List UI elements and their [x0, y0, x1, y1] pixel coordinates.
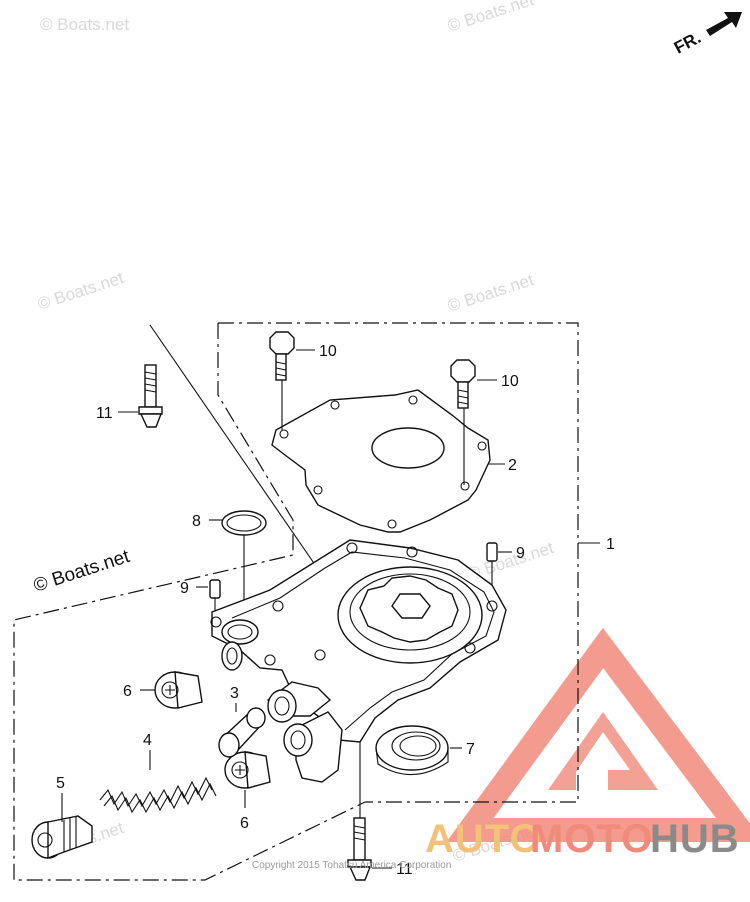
- bolt: [450, 359, 476, 485]
- copyright-notice: Copyright 2015 Tohatsu America Corporati…: [252, 860, 451, 871]
- callout-label-5: 5: [56, 775, 65, 792]
- brand-logo: AUTO MOTO HUB: [425, 627, 750, 861]
- callout-label-6: 6: [240, 815, 249, 832]
- callout-label-4: 4: [143, 732, 152, 749]
- gasket: [271, 389, 491, 533]
- plug: [224, 751, 271, 789]
- dowel-pin: [209, 579, 221, 620]
- callout-label-8: 8: [192, 513, 201, 530]
- logo-inner-shape: [548, 712, 658, 790]
- bolt: [269, 331, 295, 430]
- inner-rotor: [391, 593, 431, 619]
- oil-pump-body: [210, 539, 507, 783]
- assembly-boundary: [13, 322, 579, 881]
- watermark: © Boats.net: [445, 0, 536, 36]
- callout-label-3: 3: [230, 685, 239, 702]
- callout-label-10: 10: [501, 373, 519, 390]
- gasket-hole: [371, 427, 445, 469]
- boundary-line: [13, 323, 366, 881]
- brand-word-moto: MOTO: [530, 817, 653, 861]
- front-direction-indicator: FR.: [671, 12, 742, 58]
- callout-label-6: 6: [123, 683, 132, 700]
- watermark-main: © Boats.net: [31, 546, 133, 597]
- callout-label-10: 10: [319, 343, 337, 360]
- callout-label-11: 11: [96, 405, 113, 422]
- callout-label-1: 1: [606, 536, 615, 553]
- callout-label-9: 9: [180, 580, 189, 597]
- bolt: [138, 364, 163, 428]
- callout-label-7: 7: [466, 741, 475, 758]
- callout-labels: 1 2 3 4 5 6 6 7 8 9 9 10 10 11 11: [56, 343, 615, 878]
- watermark: © Boats.net: [445, 270, 536, 316]
- callout-label-2: 2: [508, 457, 517, 474]
- guide-line: [149, 324, 321, 573]
- brand-word-hub: HUB: [650, 817, 740, 861]
- leader-lines: [61, 349, 600, 869]
- spring: [99, 776, 217, 814]
- callout-label-9: 9: [516, 545, 525, 562]
- arrow-icon: [706, 12, 742, 36]
- watermark: © Boats.net: [40, 15, 129, 34]
- oil-seal: [375, 725, 449, 776]
- relief-valve: [218, 707, 266, 758]
- front-label: FR.: [671, 28, 704, 58]
- callout-label-11: 11: [396, 861, 413, 878]
- boundary-line: [218, 322, 579, 803]
- plug: [154, 671, 203, 709]
- bolt: [347, 740, 372, 881]
- watermark: © Boats.net: [35, 268, 126, 314]
- logo-triangle-shape: [446, 627, 750, 842]
- drain-plug: [31, 815, 93, 860]
- brand-word-auto: AUTO: [425, 817, 542, 861]
